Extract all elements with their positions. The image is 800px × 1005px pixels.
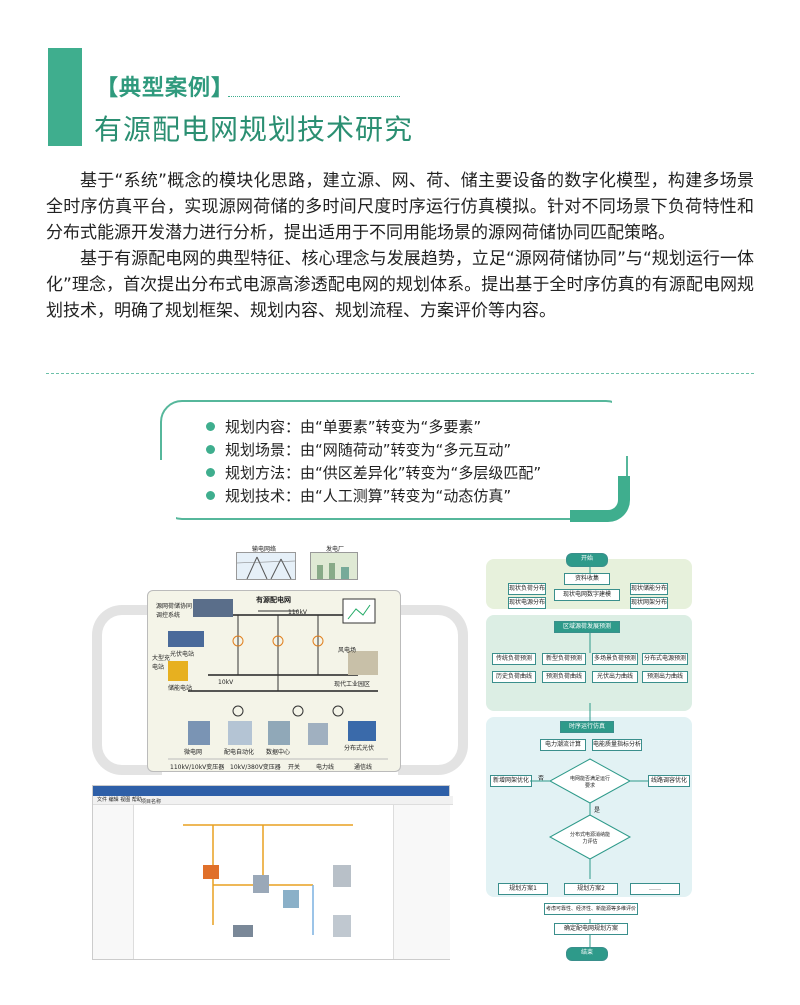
decision-hosting: 分布式电源消纳能力评估: [569, 832, 610, 845]
bullet-item: 规划技术：由“人工测算”转变为“动态仿真”: [206, 485, 541, 508]
component-library[interactable]: [93, 805, 134, 959]
menu-edit[interactable]: 编辑: [108, 797, 119, 803]
flow-simulation: 时序运行仿真: [560, 721, 614, 733]
sim-quality: 电能质量指标分析: [592, 739, 642, 751]
diagram-title: 有源配电网: [256, 596, 291, 604]
flow-side-storage: 现状储能分布: [630, 583, 668, 595]
network-diagram-svg: [168, 598, 388, 760]
transmission-label: 输电网络: [252, 546, 277, 553]
legend-transformer-1: 110kV/10kV变压器: [170, 764, 225, 771]
microgrid-label: 微电网: [184, 749, 203, 756]
page-title: 有源配电网规划技术研究: [94, 113, 414, 146]
bullet-dot-icon: [206, 422, 215, 431]
canvas-diagram[interactable]: [133, 805, 393, 959]
bullet-item: 规划内容：由“单要素”转变为“多要素”: [206, 416, 541, 439]
flow-end: 结束: [566, 947, 608, 961]
flow-start: 开始: [566, 553, 608, 567]
no-label: 否: [538, 775, 545, 782]
paragraph-2: 基于有源配电网的典型特征、核心理念与发展趋势，立足“源网荷储协同”与“规划运行一…: [46, 249, 754, 321]
flow-digital-modeling: 现状电网数字建模: [554, 589, 620, 601]
legend-switch: 开关: [288, 764, 301, 771]
bullet-item: 规划方法：由“供区差异化”转变为“多层级匹配”: [206, 462, 541, 485]
plan-1: 规划方案1: [498, 883, 548, 895]
charging-station-label: 大型充电站: [152, 655, 171, 671]
automation-label: 配电自动化: [224, 749, 255, 756]
distributed-pv-label: 分布式光伏: [344, 745, 375, 752]
bullet-item: 规划场景：由“网随荷动”转变为“多元互动”: [206, 439, 541, 462]
sim-power-flow: 电力潮流计算: [540, 739, 586, 751]
data-center-label: 数据中心: [266, 749, 291, 756]
forecast-4: 分布式电源预测: [642, 653, 688, 665]
forecast-7: 光伏出力曲线: [592, 671, 638, 683]
forecast-1: 传统负荷预测: [492, 653, 536, 665]
storage-station-label: 储能电站: [168, 685, 193, 692]
decorative-arc-left: [92, 605, 162, 775]
decision-grid-ok: 电网能否满足运行要求: [570, 776, 611, 789]
legend-transformer-2: 10kV/380V变压器: [230, 764, 281, 771]
bullet-dot-icon: [206, 468, 215, 477]
header-dotted-rule: [228, 96, 400, 97]
flow-final-plan: 确定配电网规划方案: [554, 923, 628, 935]
header-accent-bar: [48, 48, 82, 146]
forecast-2: 新型负荷预测: [542, 653, 586, 665]
case-tag: 【典型案例】: [96, 76, 235, 101]
forecast-3: 多场景负荷预测: [592, 653, 638, 665]
power-plant-photo: [310, 552, 358, 580]
paragraph-1: 基于“系统”概念的模块化思路，建立源、网、荷、储主要设备的数字化模型，构建多场景…: [46, 171, 754, 243]
forecast-8: 预测出力曲线: [642, 671, 688, 683]
flow-forecast: 区域源荷发展预测: [554, 621, 620, 633]
plan-evaluation: 考虑可靠性、经济性、新能源等多维评价: [544, 903, 638, 915]
voltage-high-label: 110kV: [288, 609, 308, 616]
app-menubar: 文件 编辑 视图 帮助: [93, 796, 453, 805]
power-plant-label: 发电厂: [326, 546, 345, 553]
menu-view[interactable]: 视图: [120, 797, 131, 803]
sim-line-capacity: 线路调容优化: [648, 775, 690, 787]
highlight-box: 规划内容：由“单要素”转变为“多要素” 规划场景：由“网随荷动”转变为“多元互动…: [156, 396, 632, 530]
legend-comm-line: 通信线: [354, 764, 373, 771]
flow-side-source: 现状电源分布: [508, 597, 546, 609]
industrial-park-label: 现代工业园区: [334, 681, 371, 688]
transmission-photo: [236, 552, 296, 580]
property-panel[interactable]: [393, 805, 450, 959]
bullet-list: 规划内容：由“单要素”转变为“多要素” 规划场景：由“网随荷动”转变为“多元互动…: [206, 416, 541, 508]
flowchart-shapes: [530, 565, 648, 949]
flow-data-collection: 资料收集: [564, 573, 610, 585]
distribution-network-diagram: 有源配电网 110kV 10kV 源网荷储协同调控系统 光伏电站 大型充电站 储…: [147, 590, 401, 772]
pv-station-label: 光伏电站: [170, 651, 195, 658]
legend-power-line: 电力线: [316, 764, 335, 771]
flow-side-grid: 现状网架分布: [630, 597, 668, 609]
simulation-section: [486, 717, 692, 897]
decorative-arc-right: [398, 605, 468, 775]
app-titlebar: [93, 786, 449, 796]
planning-flowchart: 开始 资料收集 现状电网数字建模 现状负荷分布 现状电源分布 现状储能分布 现状…: [484, 553, 696, 963]
body-text: 基于“系统”概念的模块化思路，建立源、网、荷、储主要设备的数字化模型，构建多场景…: [46, 168, 754, 324]
plan-2: 规划方案2: [564, 883, 618, 895]
project-tab[interactable]: 项目名称: [141, 799, 162, 805]
voltage-low-label: 10kV: [218, 679, 234, 686]
section-divider: [46, 373, 754, 374]
bullet-dot-icon: [206, 445, 215, 454]
menu-file[interactable]: 文件: [97, 797, 108, 803]
control-system-label: 源网荷储协同调控系统: [156, 603, 193, 619]
bullet-dot-icon: [206, 491, 215, 500]
yes-label: 是: [594, 807, 601, 814]
forecast-6: 预测负荷曲线: [542, 671, 586, 683]
software-screenshot: 文件 编辑 视图 帮助 项目名称: [92, 785, 453, 960]
box-corner-accent: [570, 476, 630, 522]
flow-side-load: 现状负荷分布: [508, 583, 546, 595]
forecast-5: 历史负荷曲线: [492, 671, 536, 683]
menu-help[interactable]: 帮助: [131, 797, 142, 803]
plan-3: ……: [630, 883, 680, 895]
wind-farm-label: 风电场: [338, 647, 357, 654]
